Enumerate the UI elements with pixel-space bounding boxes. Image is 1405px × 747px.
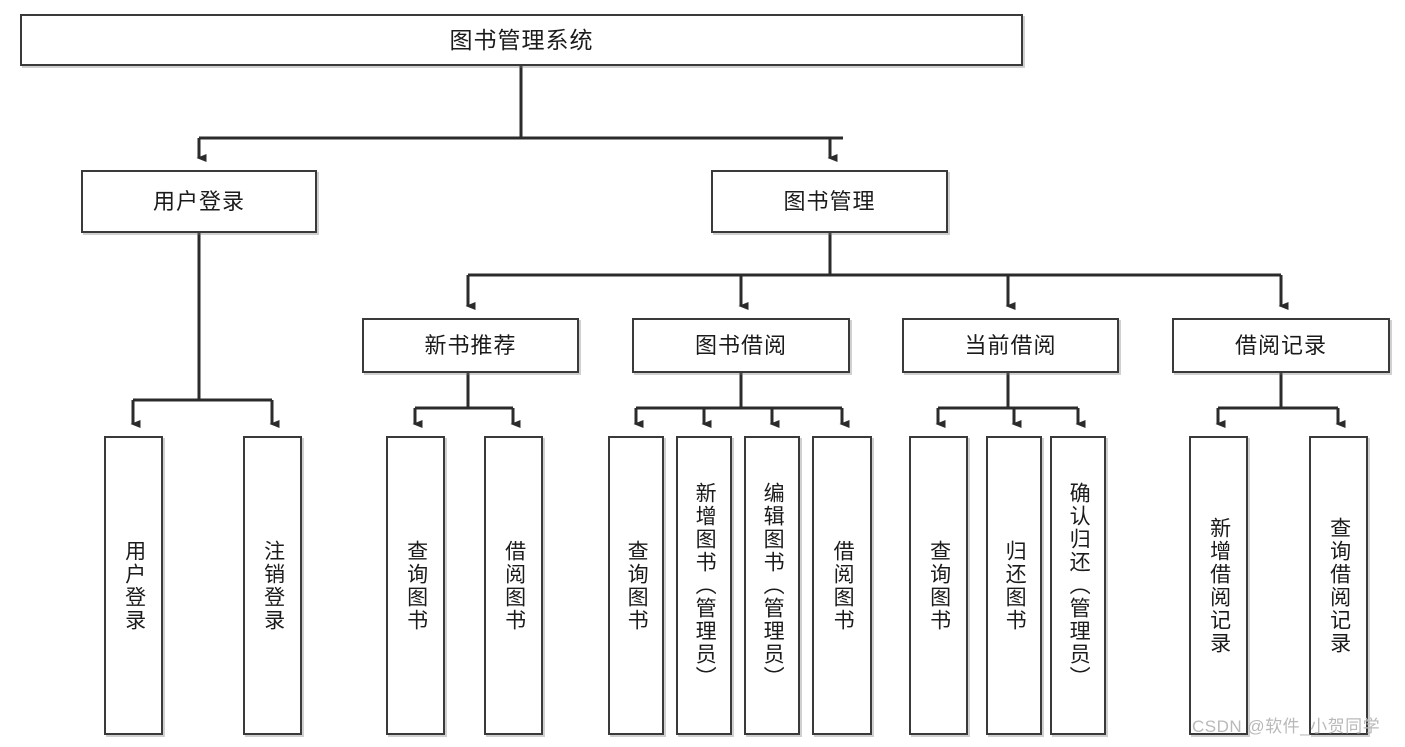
leaf-add-borrow-record[interactable]: 新增借阅记录: [1189, 436, 1248, 735]
connector-bookborrow-to-leaves: [633, 373, 850, 428]
node-label: 借阅记录: [1234, 332, 1327, 358]
leaf-borrow-book-new-recommend[interactable]: 借阅图书: [484, 436, 543, 735]
connector-bookmanage-to-level2: [465, 233, 1289, 310]
node-label: 图书管理: [783, 188, 876, 214]
node-label: 借阅图书: [831, 539, 855, 632]
leaf-add-book-admin[interactable]: 新增图书（管理员）: [676, 436, 732, 735]
connector-root-to-level1: [196, 66, 843, 162]
leaf-query-book-new-recommend[interactable]: 查询图书: [386, 436, 445, 735]
node-label: 用户登录: [122, 539, 146, 632]
leaf-query-book-current[interactable]: 查询图书: [909, 436, 968, 735]
node-label: 编辑图书（管理员）: [761, 482, 785, 689]
node-label: 新增图书（管理员）: [693, 482, 717, 689]
node-label: 用户登录: [152, 188, 245, 214]
node-book-borrow[interactable]: 图书借阅: [632, 318, 850, 373]
connector-borrowrecord-to-leaves: [1215, 373, 1346, 428]
node-label: 图书借阅: [694, 332, 787, 358]
leaf-logout-login[interactable]: 注销登录: [243, 436, 302, 735]
leaf-user-login[interactable]: 用户登录: [104, 436, 163, 735]
node-label: 注销登录: [261, 539, 285, 632]
node-label: 查询借阅记录: [1327, 516, 1351, 655]
node-label: 确认归还（管理员）: [1067, 482, 1091, 689]
connector-currentborrow-to-leaves: [935, 373, 1086, 428]
node-user-login[interactable]: 用户登录: [81, 170, 317, 233]
node-label: 新书推荐: [424, 332, 517, 358]
node-label: 查询图书: [927, 539, 951, 632]
node-label: 归还图书: [1003, 539, 1027, 632]
node-new-book-recommend[interactable]: 新书推荐: [362, 318, 579, 373]
node-label: 图书管理系统: [449, 26, 594, 53]
connector-userlogin-to-leaves: [130, 233, 280, 428]
node-label: 新增借阅记录: [1207, 516, 1231, 655]
node-root-system[interactable]: 图书管理系统: [20, 14, 1023, 66]
leaf-borrow-book[interactable]: 借阅图书: [812, 436, 872, 735]
node-label: 查询图书: [404, 539, 428, 632]
leaf-return-book[interactable]: 归还图书: [986, 436, 1042, 735]
connector-newbookrec-to-leaves: [412, 373, 521, 428]
node-label: 查询图书: [625, 539, 649, 632]
node-borrow-record[interactable]: 借阅记录: [1172, 318, 1390, 373]
leaf-edit-book-admin[interactable]: 编辑图书（管理员）: [744, 436, 800, 735]
node-book-manage[interactable]: 图书管理: [711, 170, 948, 233]
leaf-query-book-borrow[interactable]: 查询图书: [608, 436, 664, 735]
node-current-borrow[interactable]: 当前借阅: [902, 318, 1119, 373]
leaf-query-borrow-record[interactable]: 查询借阅记录: [1309, 436, 1368, 735]
leaf-confirm-return-admin[interactable]: 确认归还（管理员）: [1050, 436, 1106, 735]
node-label: 借阅图书: [502, 539, 526, 632]
node-label: 当前借阅: [964, 332, 1057, 358]
